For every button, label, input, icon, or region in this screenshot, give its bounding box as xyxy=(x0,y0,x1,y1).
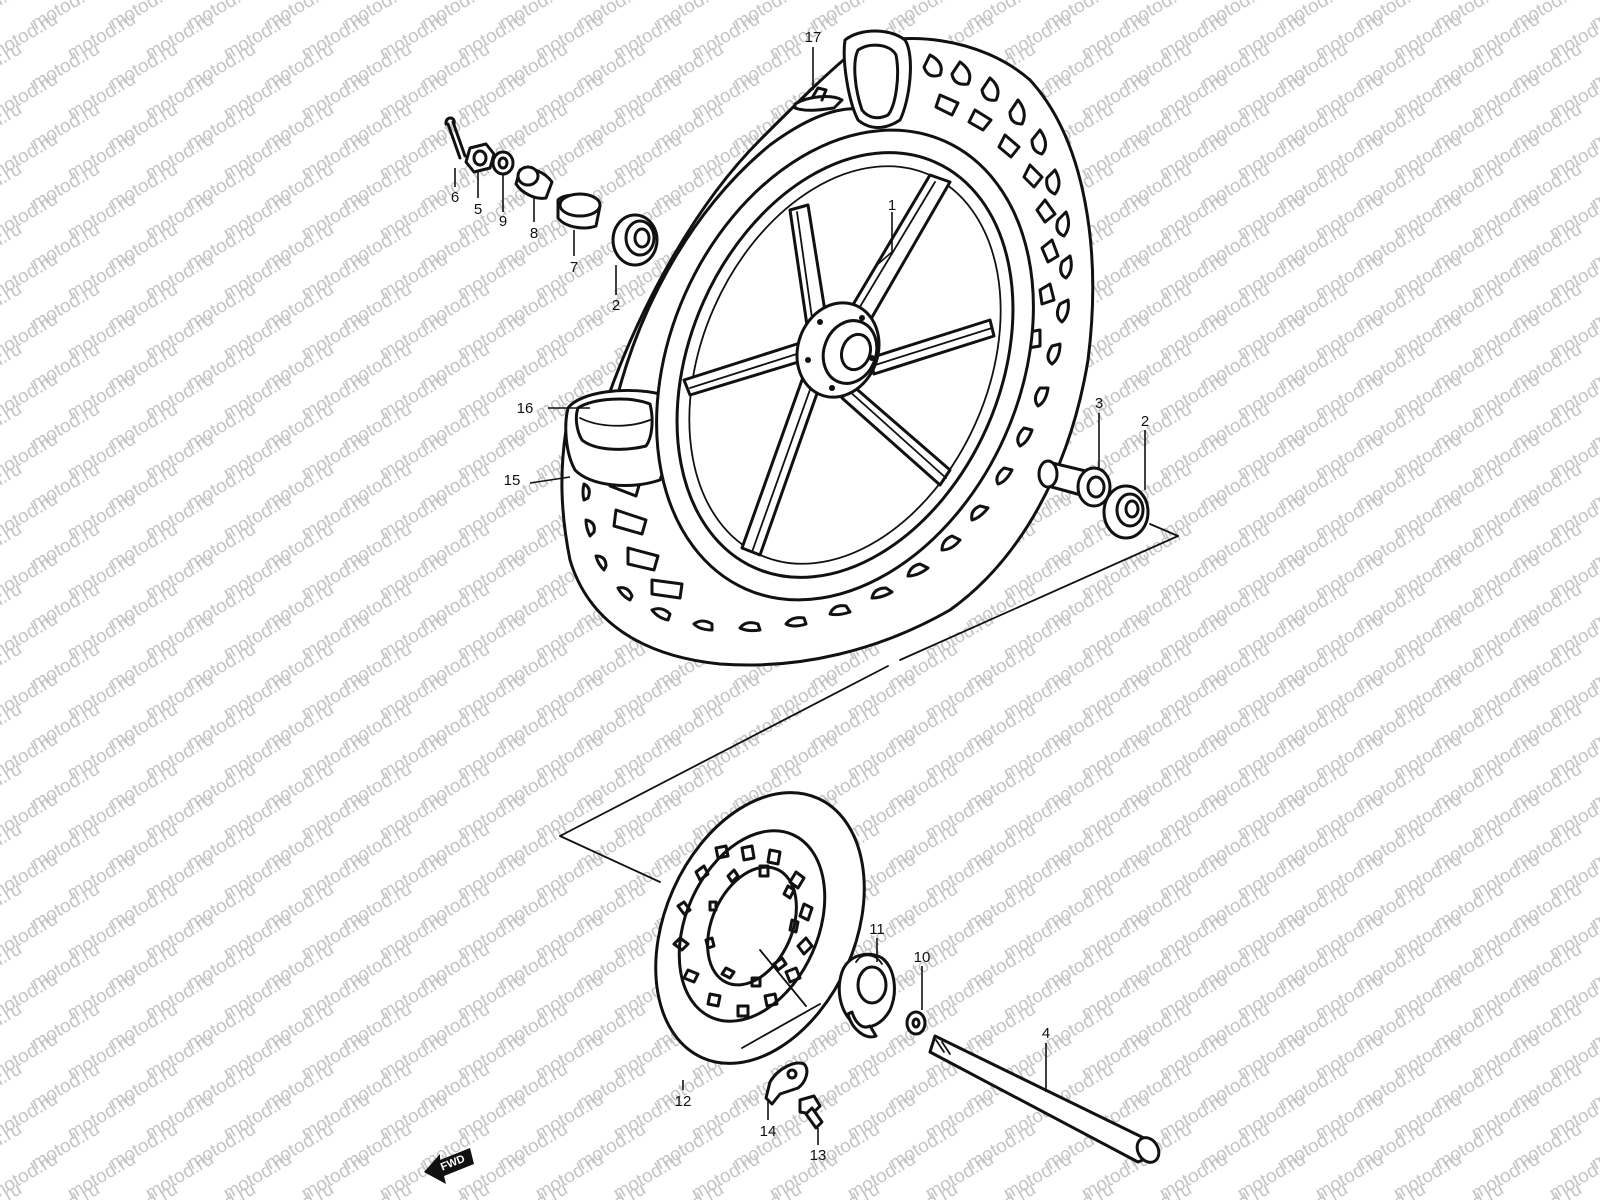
wheel-bearing-right xyxy=(1102,484,1150,540)
callout-8: 8 xyxy=(530,225,538,242)
axle-washer xyxy=(905,1010,927,1036)
callout-2-right: 2 xyxy=(1141,413,1149,430)
callout-13: 13 xyxy=(810,1147,827,1164)
callout-12: 12 xyxy=(675,1093,692,1110)
callout-15: 15 xyxy=(504,472,521,489)
callout-17: 17 xyxy=(805,29,822,46)
callout-2-left: 2 xyxy=(612,297,620,314)
hub-collar xyxy=(556,192,602,230)
callout-3: 3 xyxy=(1095,395,1103,412)
callout-6: 6 xyxy=(451,189,459,206)
wheel-bearing-left xyxy=(611,213,659,267)
tube-section xyxy=(574,397,654,451)
axle-nut xyxy=(464,142,496,174)
washer-small xyxy=(491,150,515,176)
wheel-tire-assembly xyxy=(560,29,1095,667)
callout-9: 9 xyxy=(499,213,507,230)
callout-14: 14 xyxy=(760,1123,777,1140)
callout-5: 5 xyxy=(474,201,482,218)
callout-16: 16 xyxy=(517,400,534,417)
callout-11: 11 xyxy=(869,921,885,938)
callout-10: 10 xyxy=(914,949,931,966)
callout-7: 7 xyxy=(570,259,578,276)
callout-4: 4 xyxy=(1042,1025,1050,1042)
callout-1: 1 xyxy=(888,197,896,214)
